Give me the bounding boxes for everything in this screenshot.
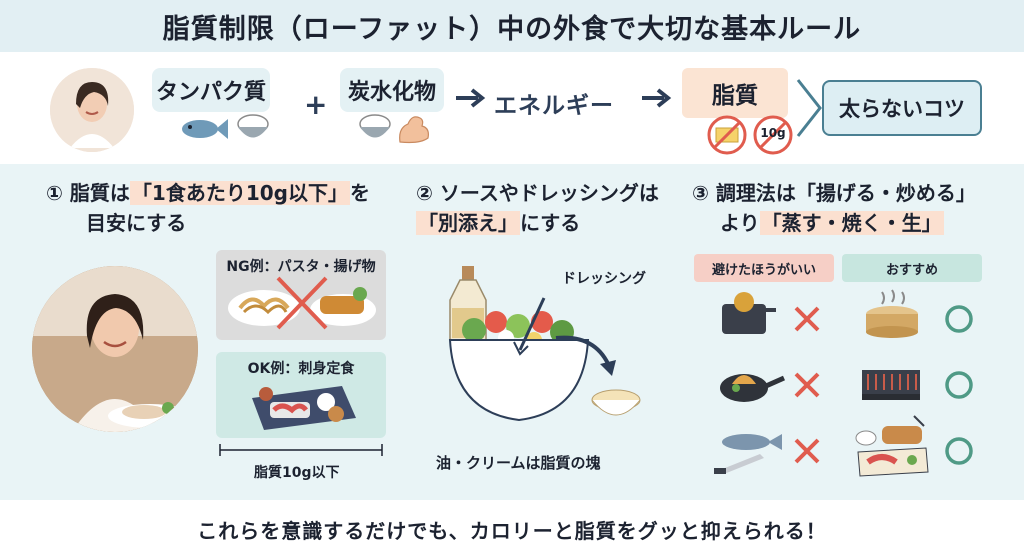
arrow-icon xyxy=(640,86,674,110)
carbs-label: 炭水化物 xyxy=(340,68,444,112)
rule1-text-end: を xyxy=(349,181,370,205)
curved-arrow-icon xyxy=(552,332,622,382)
fat-label: 脂質 xyxy=(682,68,788,118)
recommend-column-header: おすすめ xyxy=(842,254,982,282)
avoid-column-header: 避けたほうがいい xyxy=(694,254,834,282)
oil-warning-label: 油・クリームは脂質の塊 xyxy=(436,454,601,472)
fat-limit-label: 脂質10g以下 xyxy=(254,465,340,481)
circle-icon xyxy=(944,370,974,400)
rule1-heading: ① 脂質は「1食あたり10g以下」を 目安にする xyxy=(46,178,370,238)
rice-bowl-icon xyxy=(356,112,394,146)
salad-bowl-icon xyxy=(444,292,594,432)
sashimi-set-icon xyxy=(246,378,360,432)
rule2-text: ② ソースやドレッシングは xyxy=(416,181,659,205)
rule3-highlight-2: 「蒸す・焼く・生」 xyxy=(759,211,944,235)
plus-sign: + xyxy=(304,88,328,121)
protein-label: タンパク質 xyxy=(152,68,270,112)
rule1-highlight: 「1食あたり10g以下」 xyxy=(129,181,350,205)
no-10g-icon: 10g xyxy=(752,114,794,156)
no-butter-icon xyxy=(706,114,748,156)
ng-example-label: NG例：パスタ・揚げ物 xyxy=(226,259,376,275)
cross-icon xyxy=(792,370,822,400)
grill-icon xyxy=(858,360,924,402)
rule2-text-end: にする xyxy=(520,211,581,235)
formula-row: タンパク質 + 炭水化物 エネルギー 脂質 10g 太らないコツ xyxy=(0,52,1024,164)
rule1-line2: 目安にする xyxy=(86,211,187,235)
woman-avatar xyxy=(50,68,134,152)
circle-icon xyxy=(944,304,974,334)
grilled-and-sashimi-icon xyxy=(852,412,932,478)
woman-eating-photo xyxy=(32,266,198,432)
footer: これらを意識するだけでも、カロリーと脂質をグッと抑えられる！ xyxy=(0,500,1024,559)
energy-label: エネルギー xyxy=(494,93,614,119)
rule3-heading: ③ 調理法は「揚げる・炒める」 より「蒸す・焼く・生」 xyxy=(692,178,976,238)
fish-and-knife-icon xyxy=(712,426,786,476)
fried-food-icon xyxy=(308,278,378,330)
footer-message: これらを意識するだけでも、カロリーと脂質をグッと抑えられる！ xyxy=(197,519,827,543)
cross-icon xyxy=(792,436,822,466)
bracket-line xyxy=(218,444,384,458)
rice-bowl-icon xyxy=(234,112,272,146)
ng-example-card: NG例：パスタ・揚げ物 xyxy=(216,250,386,340)
rule3-highlight-1: 「揚げる・炒める」 xyxy=(795,181,976,205)
arrow-icon xyxy=(454,86,488,110)
ok-example-label: OK例：刺身定食 xyxy=(247,361,355,377)
rule3-text: ③ 調理法は xyxy=(692,181,796,205)
result-box: 太らないコツ xyxy=(822,80,982,136)
fat-badge-label: 10g xyxy=(760,126,786,140)
frying-pan-icon xyxy=(716,358,786,408)
steamer-basket-icon xyxy=(862,288,922,338)
cross-icon xyxy=(792,304,822,334)
fish-icon xyxy=(178,114,228,144)
title-bar: 脂質制限（ローファット）中の外食で大切な基本ルール xyxy=(0,0,1024,52)
dressing-dish-icon xyxy=(590,386,642,426)
rule1-text: ① 脂質は xyxy=(46,181,130,205)
cross-icon xyxy=(272,272,332,334)
page-title: 脂質制限（ローファット）中の外食で大切な基本ルール xyxy=(162,13,862,45)
chevron-right-icon xyxy=(792,76,826,140)
pasta-icon xyxy=(226,278,302,330)
circle-icon xyxy=(944,436,974,466)
rules-area: ① 脂質は「1食あたり10g以下」を 目安にする NG例：パスタ・揚げ物 xyxy=(0,164,1024,500)
rule2-highlight: 「別添え」 xyxy=(416,211,520,235)
ok-example-card: OK例：刺身定食 xyxy=(216,352,386,438)
muscle-arm-icon xyxy=(396,112,432,146)
deep-fryer-icon xyxy=(716,288,776,338)
dressing-label: ドレッシング xyxy=(562,271,646,287)
rule2-heading: ② ソースやドレッシングは 「別添え」にする xyxy=(416,178,659,238)
rule3-text-2: より xyxy=(720,211,760,235)
